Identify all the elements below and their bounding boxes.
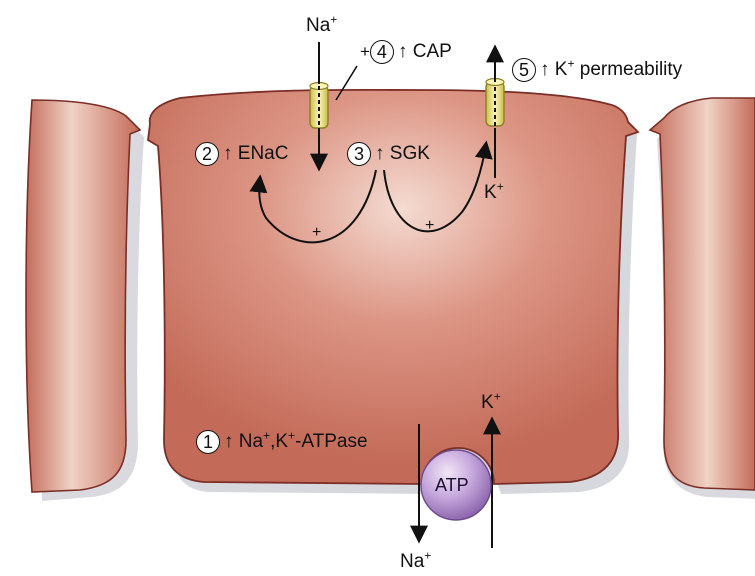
k-basal-label: K+ [481,389,501,413]
na-bottom-label: Na+ [400,548,432,572]
sgk-to-k-channel-arrow [383,140,493,233]
left-neighbor-cell [25,99,142,493]
step4-number-badge: 4 [369,40,394,64]
atp-label: ATP [435,475,469,495]
step3-label: 3↑ SGK [347,142,430,166]
step1-number-badge: 1 [196,430,220,454]
right-neighbor-cell [648,97,755,491]
cap-pointer-line [335,65,358,101]
na-top-label: Na+ [306,12,338,36]
step2-number-badge: 2 [195,142,219,166]
step4-label: +4↑ CAP [360,40,452,64]
central-cell [147,88,640,485]
step5-number-badge: 5 [512,58,536,82]
sgk-to-enac-arrow [249,169,377,244]
step3-number-badge: 3 [347,142,371,166]
step2-label: 2↑ ENaC [195,142,288,166]
plus-left-label: + [312,224,322,241]
step5-label: 5↑ K+ permeability [512,58,682,82]
atpase-pump-icon [420,449,492,521]
plus-right-label: + [425,217,435,234]
step1-label: 1↑ Na+,K+-ATPase [196,430,368,454]
k-apical-label: K+ [484,179,504,203]
